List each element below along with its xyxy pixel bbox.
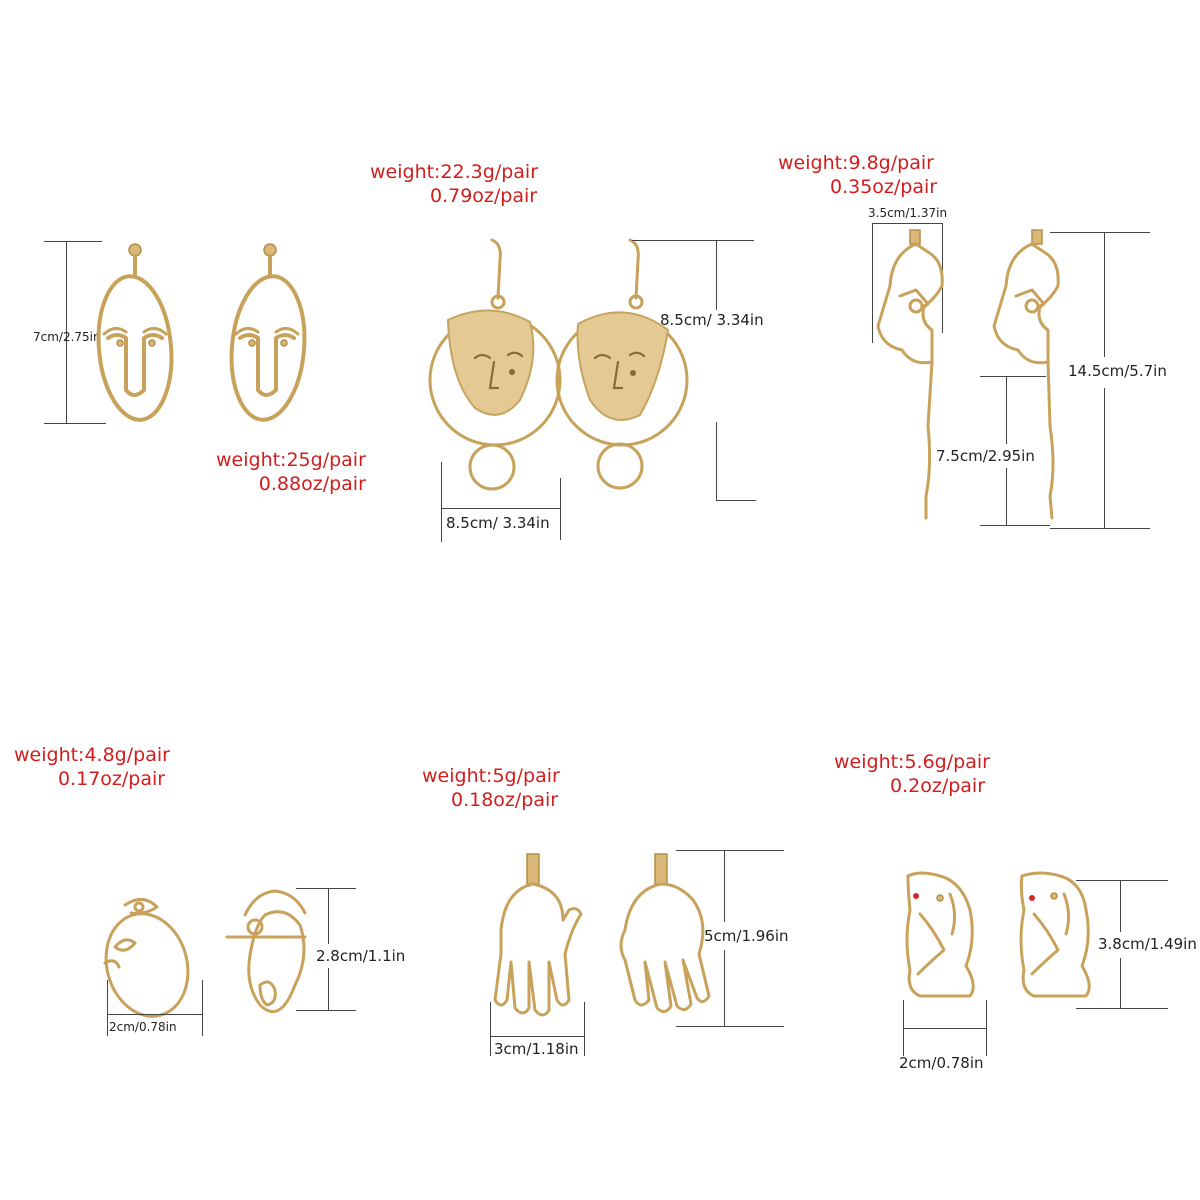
dimension-line bbox=[66, 241, 67, 423]
width-label: 8.5cm/ 3.34in bbox=[446, 514, 550, 532]
dimension-line bbox=[328, 968, 329, 1010]
profile-drop-earrings-image bbox=[876, 229, 1060, 520]
dimension-line bbox=[107, 1014, 202, 1015]
weight-label: weight:4.8g/pair 0.17oz/pair bbox=[14, 743, 170, 791]
dimension-line bbox=[328, 888, 329, 944]
dimension-line bbox=[1050, 232, 1150, 233]
weight-ounces: 0.88oz/pair bbox=[258, 473, 366, 495]
weight-grams: weight:25g/pair bbox=[216, 449, 366, 471]
dimension-line bbox=[1006, 376, 1007, 444]
face-ring-image bbox=[103, 889, 307, 1018]
dimension-line bbox=[490, 1036, 584, 1037]
dimension-line bbox=[1120, 958, 1121, 1008]
dimension-line bbox=[107, 980, 108, 1036]
width-label: 2cm/0.78in bbox=[899, 1054, 984, 1072]
dimension-line bbox=[441, 462, 442, 542]
dimension-line bbox=[872, 223, 873, 343]
weight-grams: weight:9.8g/pair bbox=[778, 152, 934, 174]
face-plate-hoop-earrings-image bbox=[428, 238, 689, 491]
height-label: 7cm/2.75in bbox=[33, 330, 101, 344]
dimension-line bbox=[1050, 528, 1150, 529]
dimension-line bbox=[903, 1028, 986, 1029]
weight-label: weight:9.8g/pair 0.35oz/pair bbox=[778, 151, 937, 199]
weight-label: weight:5.6g/pair 0.2oz/pair bbox=[834, 750, 990, 798]
width-label: 2cm/0.78in bbox=[109, 1020, 177, 1034]
dimension-line bbox=[44, 241, 102, 242]
dimension-line bbox=[986, 1000, 987, 1056]
dimension-line bbox=[1076, 880, 1168, 881]
dimension-line bbox=[716, 422, 717, 500]
weight-ounces: 0.18oz/pair bbox=[451, 789, 559, 811]
dimension-line bbox=[296, 888, 356, 889]
width-label: 3.5cm/1.37in bbox=[868, 206, 948, 220]
dimension-line bbox=[676, 850, 784, 851]
weight-grams: weight:4.8g/pair bbox=[14, 744, 170, 766]
hand-earrings-image bbox=[493, 853, 711, 1017]
drop-height-label: 7.5cm/2.95in bbox=[936, 447, 1035, 465]
dimension-line bbox=[1104, 388, 1105, 528]
body-figure-earrings-image bbox=[905, 871, 1091, 998]
dimension-line bbox=[1006, 468, 1007, 525]
height-label: 5cm/1.96in bbox=[704, 927, 789, 945]
weight-label: weight:25g/pair 0.88oz/pair bbox=[216, 448, 366, 496]
dimension-line bbox=[632, 240, 754, 241]
dimension-line bbox=[676, 1026, 784, 1027]
dimension-line bbox=[202, 980, 203, 1036]
width-label: 3cm/1.18in bbox=[494, 1040, 579, 1058]
dimension-line bbox=[560, 478, 561, 540]
dimension-line bbox=[724, 850, 725, 922]
weight-grams: weight:5.6g/pair bbox=[834, 751, 990, 773]
dimension-line bbox=[44, 423, 106, 424]
dimension-line bbox=[872, 223, 942, 224]
dimension-line bbox=[296, 1010, 356, 1011]
dimension-line bbox=[1076, 1008, 1168, 1009]
dimension-line bbox=[1120, 880, 1121, 932]
dimension-line bbox=[724, 950, 725, 1026]
weight-ounces: 0.17oz/pair bbox=[58, 768, 166, 790]
height-label: 3.8cm/1.49in bbox=[1098, 936, 1197, 952]
dimension-line bbox=[980, 376, 1046, 377]
weight-grams: weight:5g/pair bbox=[422, 765, 560, 787]
dimension-line bbox=[1104, 232, 1105, 357]
dimension-line bbox=[584, 1002, 585, 1056]
dimension-line bbox=[716, 500, 756, 501]
weight-grams: weight:22.3g/pair bbox=[370, 161, 539, 183]
face-stud-earrings-image bbox=[96, 243, 307, 422]
dimension-line bbox=[980, 525, 1050, 526]
height-label: 8.5cm/ 3.34in bbox=[660, 312, 764, 328]
total-height-label: 14.5cm/5.7in bbox=[1068, 362, 1167, 380]
dimension-line bbox=[716, 240, 717, 310]
weight-label: weight:5g/pair 0.18oz/pair bbox=[422, 764, 560, 812]
weight-label: weight:22.3g/pair 0.79oz/pair bbox=[370, 160, 538, 208]
weight-ounces: 0.79oz/pair bbox=[430, 185, 538, 207]
dimension-line bbox=[490, 1002, 491, 1056]
height-label: 2.8cm/1.1in bbox=[316, 947, 406, 965]
weight-ounces: 0.35oz/pair bbox=[830, 176, 938, 198]
dimension-line bbox=[441, 508, 560, 509]
weight-ounces: 0.2oz/pair bbox=[890, 775, 986, 797]
